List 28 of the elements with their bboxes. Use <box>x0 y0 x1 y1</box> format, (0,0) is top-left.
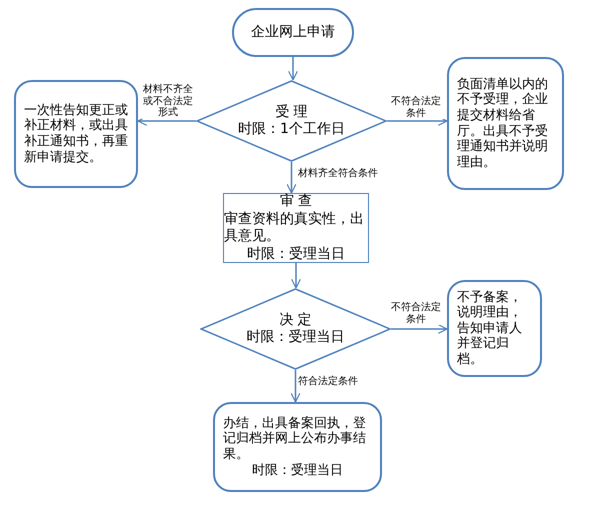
arrow <box>288 57 298 81</box>
arrow <box>290 370 301 403</box>
arrow <box>137 116 196 126</box>
step-title: 决 定 <box>279 312 312 329</box>
edge-label: 不符合法定条件 <box>390 302 442 325</box>
step-title: 审 查 <box>278 193 314 210</box>
process-box <box>447 280 542 377</box>
step-title: 受 理 <box>275 104 308 121</box>
time-limit: 企业网上申请 <box>251 24 335 42</box>
time-limit: 时限：1个工作日 <box>238 121 345 138</box>
process-box <box>223 193 369 263</box>
terminal-box <box>232 8 354 57</box>
step-text: 办结，出具备案回执，登记归档并网上公布办事结果。 <box>223 416 367 463</box>
arrow <box>286 162 297 194</box>
arrow <box>391 324 448 334</box>
edge-label: 不符合法定条件 <box>388 96 444 119</box>
process-box <box>14 80 138 188</box>
edge-label: 材料不齐全或不合法定形式 <box>142 84 194 118</box>
step-text: 负面清单以内的不予受理，企业提交材料给省厅。出具不予受理通知书并说明理由。 <box>457 76 549 170</box>
time-limit: 时限：受理当日 <box>246 329 344 346</box>
time-limit: 时限：受理当日 <box>246 246 346 263</box>
time-limit: 时限：受理当日 <box>251 462 344 478</box>
process-box <box>213 402 382 492</box>
step-text: 不予备案，说明理由，告知申请人并登记归档。 <box>457 290 523 368</box>
step-text: 审查资料的真实性，出具意见。 <box>224 210 365 246</box>
arrow <box>290 263 302 289</box>
step-text: 一次性告知更正或补正材料，或出具补正通知书，再重新申请提交。 <box>24 102 128 166</box>
process-box <box>447 57 564 190</box>
